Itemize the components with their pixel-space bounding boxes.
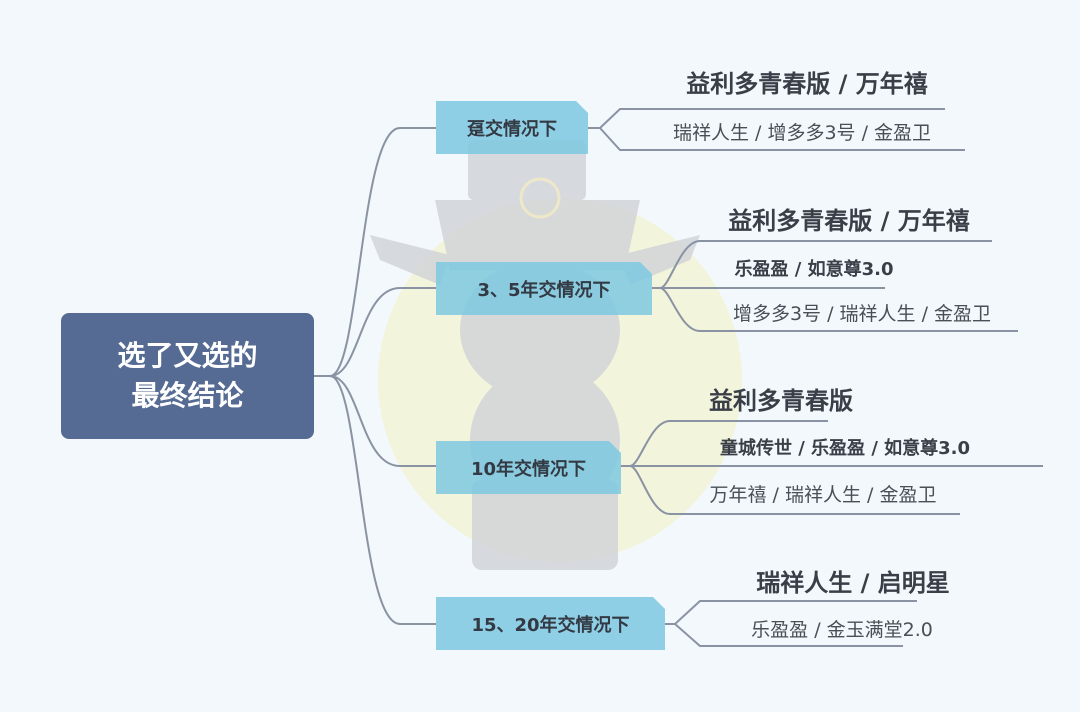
leaf-second-pick: 童城传世 / 乐盈盈 / 如意尊3.0 [719,438,971,459]
branch-3-5-year[interactable]: 3、5年交情况下 [436,262,652,315]
leaf-alternatives: 瑞祥人生 / 增多多3号 / 金盈卫 [672,122,932,144]
root-title-line2: 最终结论 [131,379,244,412]
root-node[interactable]: 选了又选的 最终结论 [61,313,314,439]
root-title-line1: 选了又选的 [117,339,258,372]
leaf-top-pick: 益利多青春版 / 万年禧 [686,70,928,98]
bao-badge-icon [519,177,561,219]
leaf-top-pick: 益利多青春版 [709,387,853,415]
leaf-alternatives: 增多多3号 / 瑞祥人生 / 金盈卫 [732,303,992,325]
leaf-alternatives: 乐盈盈 / 金玉满堂2.0 [751,619,933,641]
branch-10-year[interactable]: 10年交情况下 [436,441,621,494]
leaf-second-pick: 乐盈盈 / 如意尊3.0 [734,259,894,280]
branch-lump-sum[interactable]: 趸交情况下 [436,101,588,154]
leaf-alternatives: 万年禧 / 瑞祥人生 / 金盈卫 [709,484,937,506]
leaf-top-pick: 瑞祥人生 / 启明星 [756,569,950,597]
leaf-top-pick: 益利多青春版 / 万年禧 [728,207,970,235]
branch-15-20-year[interactable]: 15、20年交情况下 [436,597,665,650]
